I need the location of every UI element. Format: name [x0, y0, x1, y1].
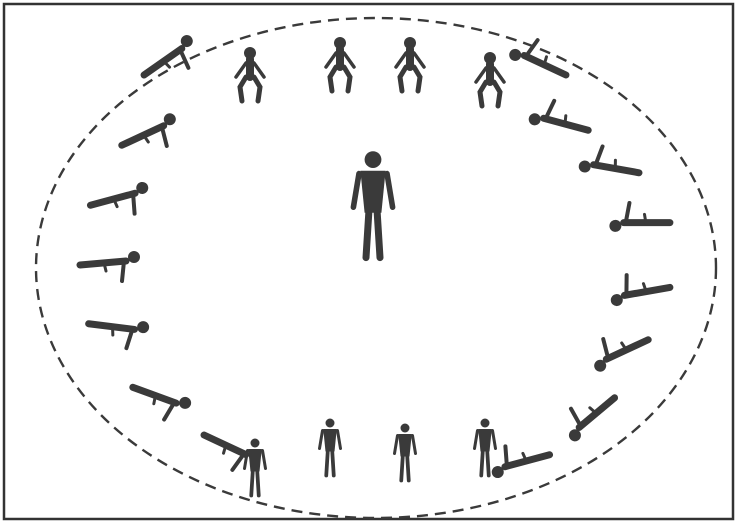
illustration: [0, 0, 737, 525]
exercise-circle-diagram: [0, 0, 737, 525]
